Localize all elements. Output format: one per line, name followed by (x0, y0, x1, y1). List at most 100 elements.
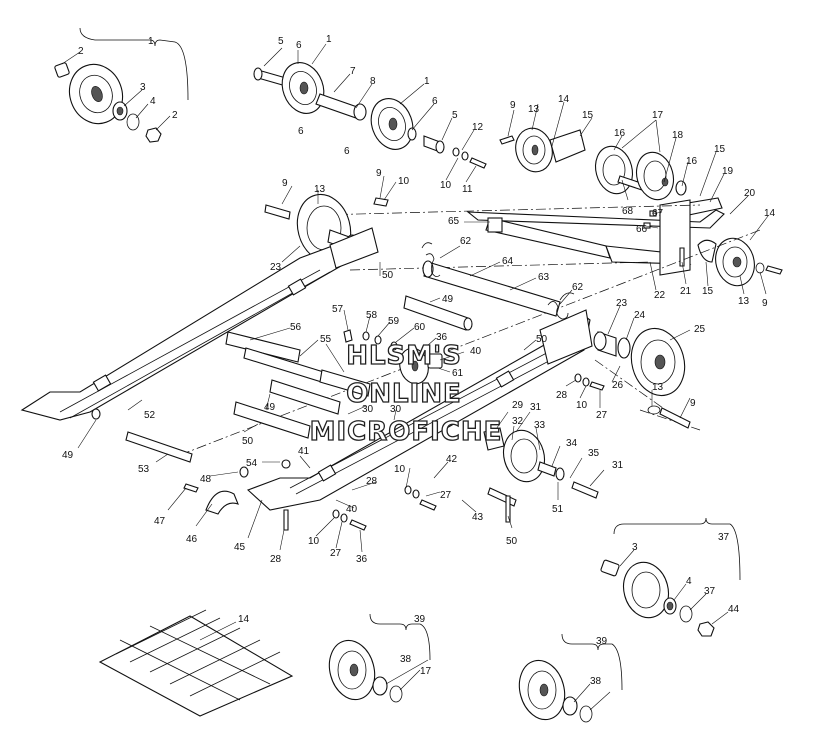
callout: 47 (154, 516, 166, 527)
callout: 27 (440, 490, 452, 501)
callout: 17 (420, 666, 432, 677)
group-14-wheel-kit (328, 613, 431, 703)
callout: 1 (424, 76, 430, 87)
callout: 2 (78, 46, 84, 57)
callout: 10 (576, 400, 588, 411)
callout: 66 (636, 224, 648, 235)
callout: 29 (512, 400, 524, 411)
callout: 50 (242, 436, 254, 447)
callout: 10 (394, 464, 406, 475)
callout: 53 (138, 464, 150, 475)
callout: 57 (332, 304, 344, 315)
callout: 28 (556, 390, 568, 401)
callout: 24 (634, 310, 646, 321)
callout: 37 (704, 586, 716, 597)
callout: 1 (326, 34, 332, 45)
callout: 27 (330, 548, 342, 559)
callout: 51 (552, 504, 564, 515)
callout: 63 (538, 272, 550, 283)
mid-wheel (343, 329, 443, 385)
callout: 15 (714, 144, 726, 155)
callout: 50 (382, 270, 394, 281)
callout: 41 (298, 446, 310, 457)
callout: 1 (148, 36, 154, 47)
callout: 62 (572, 282, 584, 293)
center-axle-wheels (253, 62, 487, 169)
callout: 49 (62, 450, 74, 461)
callout: 65 (448, 216, 460, 227)
callout: 45 (234, 542, 246, 553)
callout: 10 (398, 176, 410, 187)
callout: 5 (278, 36, 284, 47)
callout: 14 (238, 614, 250, 625)
callout: 7 (350, 66, 356, 77)
callout: 26 (612, 380, 624, 391)
torsion-spring-shaft (421, 242, 575, 320)
rear-idler-wheel (593, 327, 691, 429)
callout: 38 (590, 676, 602, 687)
callout: 60 (414, 322, 426, 333)
callout: 11 (462, 184, 473, 195)
callout: 62 (460, 236, 472, 247)
callout: 31 (530, 402, 542, 413)
callout: 39 (596, 636, 608, 647)
callout: 20 (744, 188, 756, 199)
callout: 31 (612, 460, 624, 471)
callout: 4 (686, 576, 692, 587)
callout: 16 (686, 156, 698, 167)
callout: 17 (652, 110, 664, 121)
callout: 27 (596, 410, 608, 421)
callout: 32 (512, 416, 524, 427)
callout: 68 (622, 206, 634, 217)
lower-wheel (483, 427, 599, 523)
callout: 40 (470, 346, 482, 357)
callout: 16 (614, 128, 626, 139)
callout: 23 (270, 262, 282, 273)
callout: 37 (718, 532, 730, 543)
callout: 19 (722, 166, 734, 177)
callout: 44 (728, 604, 740, 615)
callout: 25 (694, 324, 706, 335)
watermark: HLSM'S ONLINE MICROFICHE (309, 340, 502, 447)
callout: 10 (308, 536, 320, 547)
callout: 35 (588, 448, 600, 459)
front-arm-assembly (466, 127, 783, 287)
right-rail (246, 309, 593, 511)
callout: 14 (764, 208, 776, 219)
callout: 5 (452, 110, 458, 121)
callout: 38 (400, 654, 412, 665)
callout: 9 (762, 298, 768, 309)
callout: 28 (270, 554, 282, 565)
callout: 34 (566, 438, 578, 449)
fasteners (183, 373, 605, 531)
callout: 33 (534, 420, 546, 431)
callout: 6 (296, 40, 302, 51)
callout: 58 (366, 310, 378, 321)
callout: 9 (690, 398, 696, 409)
callout: 9 (376, 168, 382, 179)
callout: 40 (346, 504, 358, 515)
callout: 18 (672, 130, 684, 141)
callout: 28 (366, 476, 378, 487)
callout: 59 (388, 316, 400, 327)
callout: 39 (414, 614, 426, 625)
track-section (98, 609, 294, 717)
group-1-wheel-kit (54, 27, 189, 143)
callout: 64 (502, 256, 514, 267)
callout: 49 (264, 402, 276, 413)
callout: 10 (440, 180, 452, 191)
callout: 22 (654, 290, 666, 301)
callout: 48 (200, 474, 212, 485)
callout: 4 (150, 96, 156, 107)
callout: 56 (290, 322, 302, 333)
callout: 30 (362, 404, 374, 415)
callout: 36 (356, 554, 368, 565)
callout: 54 (246, 458, 258, 469)
callout: 30 (390, 404, 402, 415)
callout: 43 (472, 512, 484, 523)
watermark-line-1: HLSM'S (346, 341, 462, 371)
callout: 55 (320, 334, 332, 345)
callout-labels: 1 2 3 4 2 5 6 1 7 8 6 6 1 6 5 12 10 11 9… (62, 34, 776, 687)
callout: 13 (652, 382, 664, 393)
